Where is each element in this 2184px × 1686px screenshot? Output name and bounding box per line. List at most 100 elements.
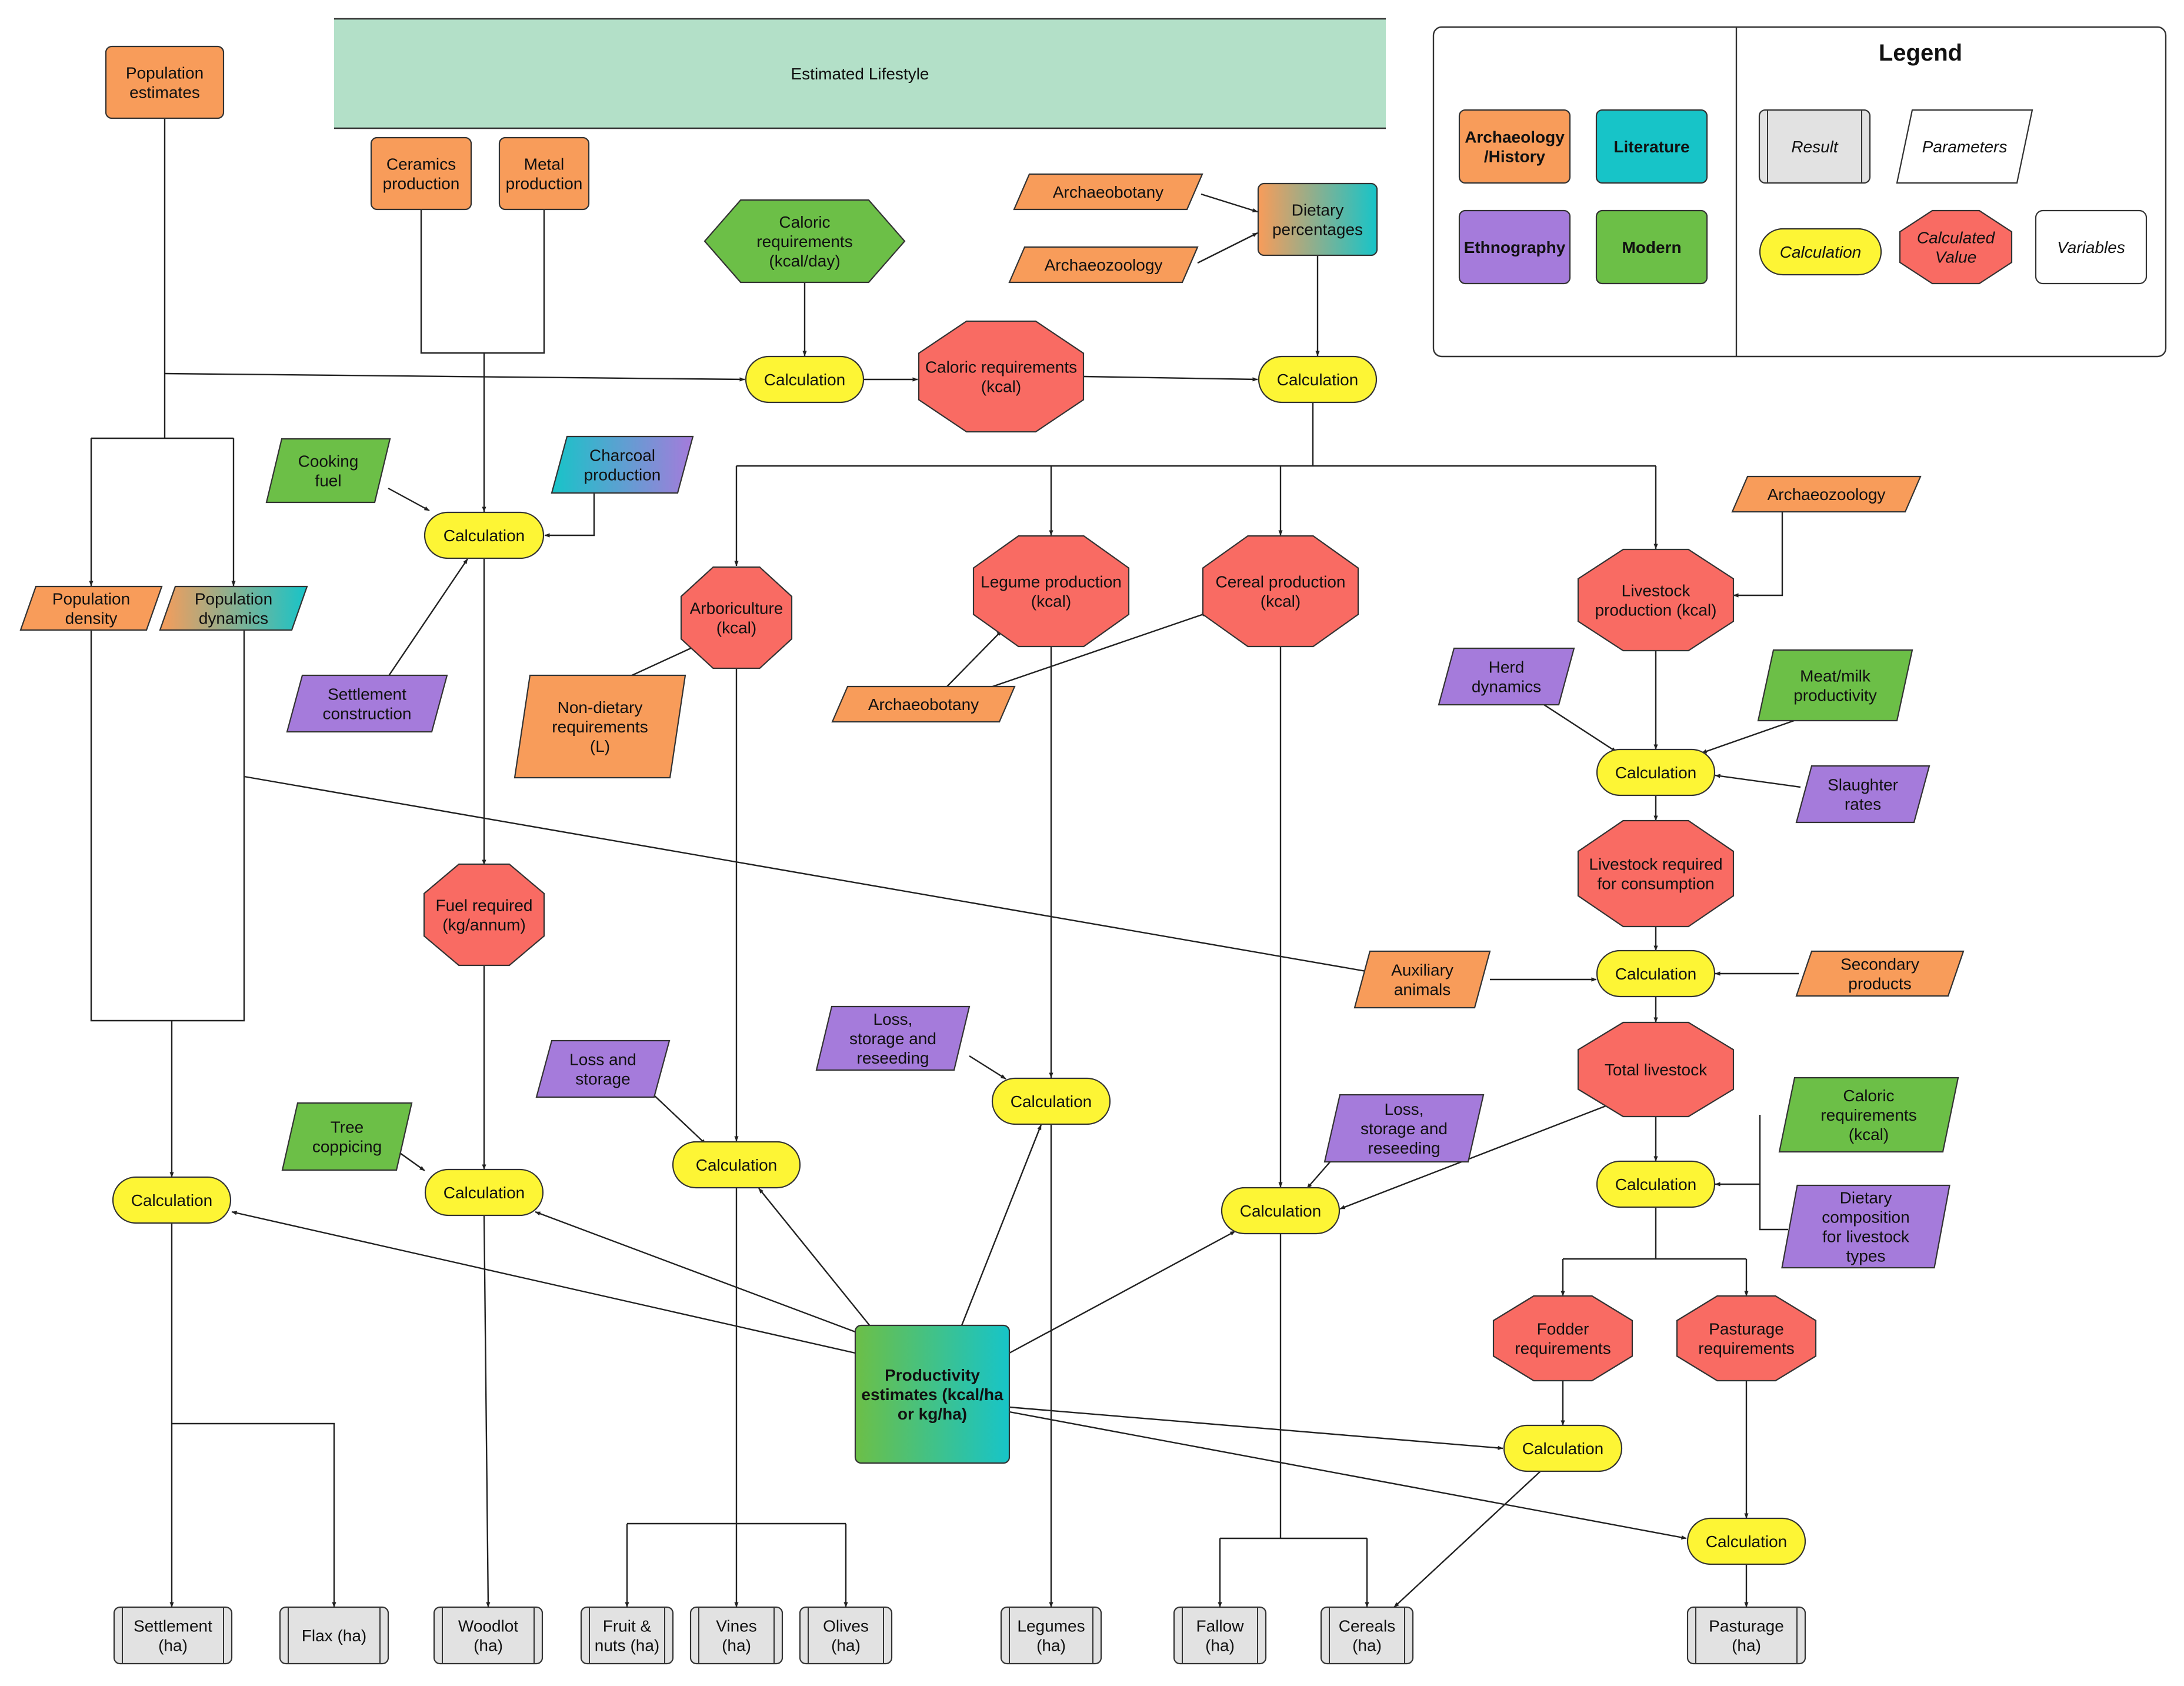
node-res-cereals: Cereals(ha) <box>1320 1606 1414 1665</box>
connector-archaeozoo-to-diet <box>1197 232 1258 264</box>
connector-prod-to-fodder <box>1009 1406 1503 1450</box>
node-cereal-prod-shape <box>1202 535 1359 648</box>
node-caloric-req-kcal: Caloric requirements(kcal) <box>918 320 1085 433</box>
node-label: Calculation <box>1277 371 1359 389</box>
node-calc-cereal: Calculation <box>1221 1187 1341 1235</box>
legend-swatch-label: Modern <box>1622 238 1681 256</box>
node-calc-fuel: Calculation <box>424 511 545 559</box>
node-slaughter-shape <box>1795 765 1930 824</box>
node-calc-pasture: Calculation <box>1686 1517 1806 1565</box>
node-label: Calculation <box>1615 1175 1697 1194</box>
node-calc-livestock-shape <box>1596 748 1716 797</box>
node-total-livestock-shape <box>1577 1021 1735 1118</box>
legend-swatch-ethnography-shape <box>1458 209 1571 285</box>
connector-az-to-livestock <box>1733 512 1783 598</box>
connector-slaughter-to-calc <box>1715 774 1801 788</box>
node-label: Caloric requirements(kcal) <box>925 358 1077 396</box>
connector-ceramics-metal <box>420 209 545 354</box>
node-fuel-req: Fuel required(kg/annum) <box>423 863 545 967</box>
node-res-fruit-shape <box>580 1606 674 1665</box>
legend-type-parameters: Parameters <box>1896 109 2033 184</box>
legend-type-variables: Variables <box>2035 209 2148 285</box>
node-calc-b-shape <box>1258 355 1378 404</box>
node-tree-coppicing-shape <box>281 1102 413 1171</box>
node-productivity-shape <box>854 1324 1011 1464</box>
node-res-vines: Vines(ha) <box>689 1606 783 1665</box>
node-meat-milk-shape <box>1757 649 1913 722</box>
legend-swatch-modern: Modern <box>1595 209 1708 285</box>
node-res-fruit: Fruit &nuts (ha) <box>580 1606 674 1665</box>
node-dietary-comp-shape <box>1781 1184 1950 1269</box>
connector-prod-to-cereal <box>1009 1230 1236 1354</box>
connector-total-to-cerealcalc <box>1339 1105 1606 1210</box>
legend-swatch-ethnography: Ethnography <box>1458 209 1571 285</box>
legend-type-calculation: Calculation <box>1759 228 1882 276</box>
node-pop-density-shape <box>19 585 163 631</box>
node-res-flax: Flax (ha) <box>279 1606 389 1665</box>
node-label: Woodlot(ha) <box>458 1617 518 1655</box>
node-res-flax-shape <box>279 1606 389 1665</box>
legend-swatch-label: Literature <box>1613 138 1689 156</box>
node-calc-cereal-shape <box>1221 1187 1341 1235</box>
node-label: Calculation <box>764 371 846 389</box>
connector-calreq-to-calc <box>1083 375 1258 382</box>
node-label: Total livestock <box>1605 1061 1708 1079</box>
node-fodder-req-shape <box>1492 1295 1633 1382</box>
node-label: Archaeobotany <box>868 695 979 714</box>
node-calc-totalstock: Calculation <box>1596 1160 1716 1208</box>
node-livestock-req-shape <box>1577 819 1735 928</box>
connector-cooking-to-calc <box>388 487 430 512</box>
node-cooking-fuel-shape <box>265 438 391 504</box>
connector-meat-to-calc <box>1701 719 1795 754</box>
node-archaeozoology-right: Archaeozoology <box>1731 475 1922 513</box>
node-label: Cereals(ha) <box>1339 1617 1395 1655</box>
node-pop-est-shape <box>105 45 225 119</box>
connector-ls1-to-calc <box>652 1094 706 1145</box>
node-label: Fuel required(kg/annum) <box>436 897 533 934</box>
node-res-woodlot-shape <box>433 1606 544 1665</box>
connector-charcoal-to-calc <box>544 493 595 538</box>
node-calc-arbor-shape <box>672 1141 801 1189</box>
estimated-lifestyle-banner: Estimated Lifestyle <box>334 18 1386 129</box>
node-archaeozoology-right-shape <box>1731 475 1922 513</box>
node-legume-prod-shape <box>972 535 1130 648</box>
node-archaeobotany-mid-shape <box>831 685 1016 723</box>
node-label: Calculation <box>444 1184 525 1202</box>
node-calc-fuel-shape <box>424 511 545 559</box>
legend-swatch-archaeology: Archaeology/History <box>1458 109 1571 184</box>
node-calc-fodder: Calculation <box>1503 1424 1623 1472</box>
node-label: Calculation <box>131 1191 213 1209</box>
node-legume-prod: Legume production(kcal) <box>972 535 1130 648</box>
legend-type-result: Result <box>1758 109 1871 184</box>
node-res-cereals-shape <box>1320 1606 1414 1665</box>
connector-to-res-flax <box>172 1422 336 1608</box>
legend-type-variables-shape <box>2035 209 2148 285</box>
node-archaeobotany-mid: Archaeobotany <box>831 685 1016 723</box>
legend-frame <box>1432 26 2167 358</box>
